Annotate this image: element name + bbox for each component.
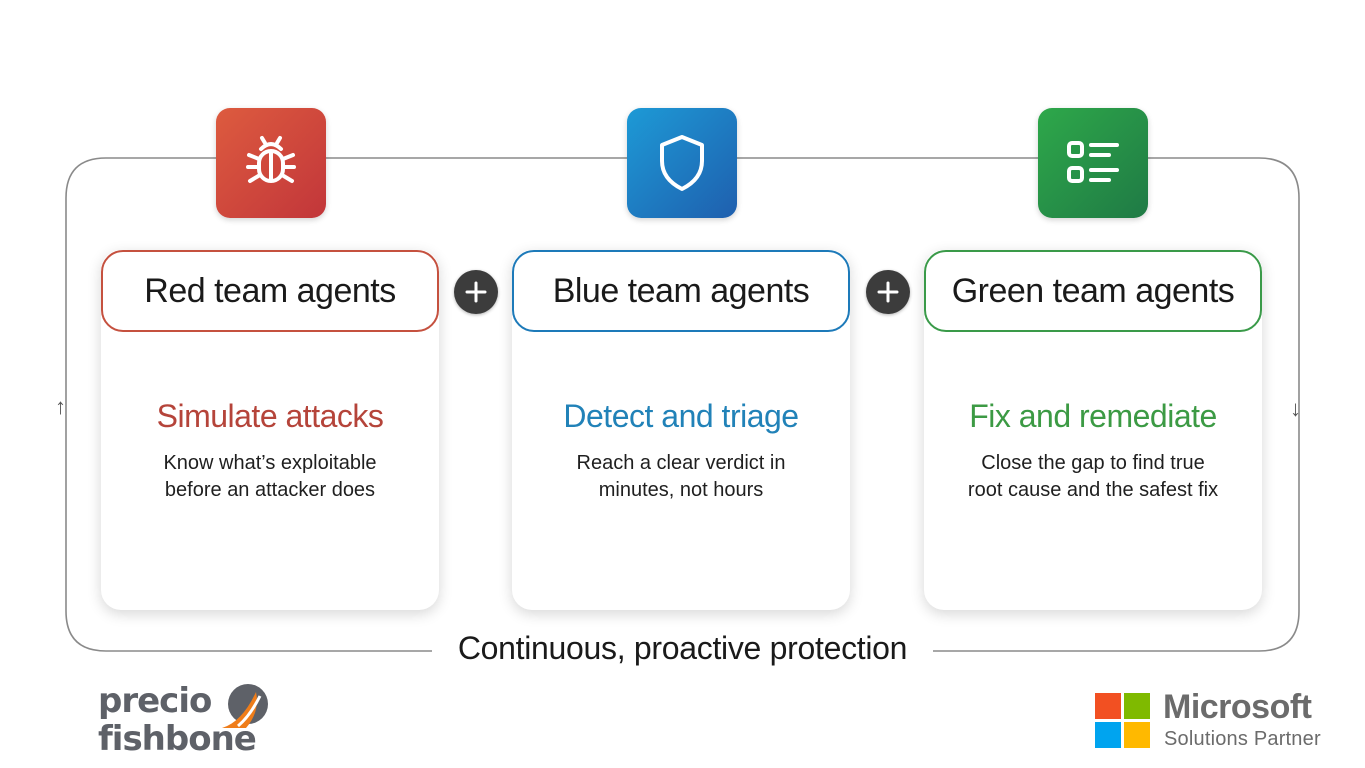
green-team-description: Close the gap to find true root cause an… xyxy=(944,450,1242,504)
blue-team-description-line: minutes, not hours xyxy=(598,479,764,501)
red-team-description: Know what’s exploitable before an attack… xyxy=(121,450,419,504)
microsoft-logo-icon xyxy=(1095,693,1151,749)
blue-team-title: Blue team agents xyxy=(512,250,850,332)
blue-team-card: Blue team agents Detect and triage Reach… xyxy=(512,250,850,610)
red-team-heading: Simulate attacks xyxy=(156,398,384,434)
precio-fin-icon xyxy=(222,684,268,728)
microsoft-name: Microsoft xyxy=(1163,688,1312,726)
green-team-description-line: root cause and the safest fix xyxy=(967,479,1219,501)
plus-icon xyxy=(454,270,498,314)
checklist-icon xyxy=(1067,141,1119,183)
precio-fishbone-logo: precio fishbone xyxy=(98,680,278,760)
microsoft-subtitle: Solutions Partner xyxy=(1164,728,1321,750)
green-team-description-line: Close the gap to find true xyxy=(981,452,1205,474)
plus-icon xyxy=(866,270,910,314)
green-team-card: Green team agents Fix and remediate Clos… xyxy=(924,250,1262,610)
green-team-title: Green team agents xyxy=(924,250,1262,332)
red-team-card: Red team agents Simulate attacks Know wh… xyxy=(101,250,439,610)
blue-team-description-line: Reach a clear verdict in xyxy=(576,452,786,474)
blue-team-heading: Detect and triage xyxy=(563,398,799,434)
red-team-description-line: Know what’s exploitable xyxy=(163,452,377,474)
blue-team-icon-tile xyxy=(627,108,737,218)
red-team-title: Red team agents xyxy=(101,250,439,332)
green-team-heading: Fix and remediate xyxy=(969,398,1217,434)
arrow-up-icon: ↑ xyxy=(55,394,66,419)
green-team-icon-tile xyxy=(1038,108,1148,218)
loop-caption: Continuous, proactive protection xyxy=(0,630,1365,667)
arrow-down-icon: ↓ xyxy=(1290,396,1301,421)
loop-caption-text: Continuous, proactive protection xyxy=(435,630,930,666)
microsoft-partner-logo: Microsoft Solutions Partner xyxy=(1095,690,1355,750)
red-team-description-line: before an attacker does xyxy=(164,479,376,501)
red-team-icon-tile xyxy=(216,108,326,218)
shield-icon xyxy=(660,135,704,191)
precio-logo-line1: precio xyxy=(98,681,212,721)
bug-icon xyxy=(246,136,296,183)
blue-team-description: Reach a clear verdict in minutes, not ho… xyxy=(532,450,830,504)
